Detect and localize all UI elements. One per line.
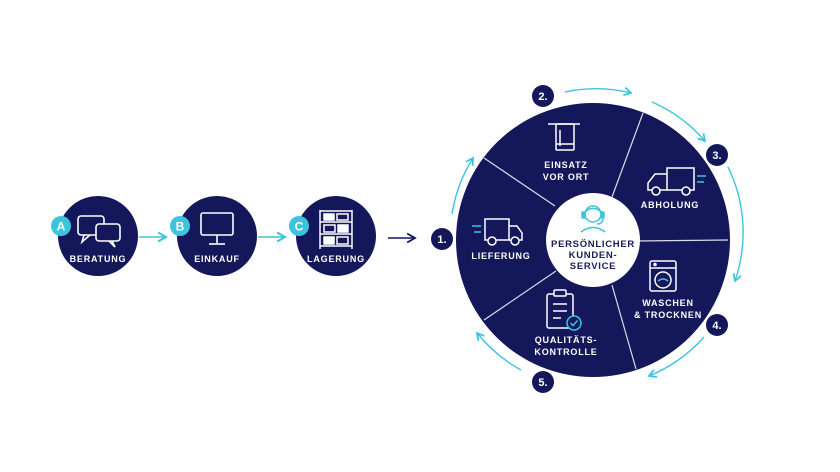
computer-monitor-icon xyxy=(200,212,234,245)
storage-shelf-icon xyxy=(319,210,353,249)
segment-label-line: LIEFERUNG xyxy=(471,251,530,261)
chat-bubbles-icon xyxy=(77,215,121,248)
washing-machine-icon xyxy=(649,260,677,292)
delivery-truck-icon xyxy=(472,218,523,246)
segment-label-line: EINSATZ xyxy=(544,160,587,170)
segment-label-line: QUALITÄTS- xyxy=(535,335,598,345)
center-label-line: KUNDEN- xyxy=(569,250,618,261)
segment-label-line: WASCHEN xyxy=(642,298,694,308)
step-number: 3. xyxy=(712,150,721,162)
segment-qualitaetskontrolle: QUALITÄTS- KONTROLLE xyxy=(534,289,598,357)
center-label-line: SERVICE xyxy=(570,261,616,272)
step-badge: A xyxy=(57,220,66,234)
segment-dividers xyxy=(483,112,729,370)
cycle-arrows xyxy=(451,86,744,378)
step-lagerung: LAGERUNG C xyxy=(289,196,376,276)
step-label: LAGERUNG xyxy=(307,254,365,264)
clipboard-check-icon xyxy=(546,289,582,331)
step-number: 4. xyxy=(712,320,721,332)
step-label: BERATUNG xyxy=(70,254,127,264)
step-number: 1. xyxy=(437,234,446,246)
step-badge: C xyxy=(295,220,304,234)
segment-label-line: & TROCKNEN xyxy=(634,310,702,320)
segment-einsatz-vor-ort: EINSATZ VOR ORT xyxy=(543,123,590,182)
segment-label-line: VOR ORT xyxy=(543,172,590,182)
segment-label-line: KONTROLLE xyxy=(534,347,597,357)
step-number-badges: 1. 2. 3. 4. 5. xyxy=(431,85,728,393)
center-circle xyxy=(546,193,640,287)
step-badge: B xyxy=(176,220,185,234)
segment-waschen-trocknen: WASCHEN & TROCKNEN xyxy=(634,260,702,320)
headset-agent-icon xyxy=(580,205,606,233)
center-label-line: PERSÖNLICHER xyxy=(551,239,635,250)
step-number: 2. xyxy=(538,91,547,103)
segment-abholung: ABHOLUNG xyxy=(641,167,706,210)
step-label: EINKAUF xyxy=(194,254,240,264)
service-cycle: PERSÖNLICHER KUNDEN- SERVICE EINSATZ VOR… xyxy=(431,85,744,393)
step-einkauf: EINKAUF B xyxy=(170,196,257,276)
segment-label-line: ABHOLUNG xyxy=(641,200,699,210)
step-number: 5. xyxy=(538,377,547,389)
towel-rack-icon xyxy=(548,123,580,151)
delivery-truck-icon xyxy=(647,167,706,196)
segment-lieferung: LIEFERUNG xyxy=(471,218,530,261)
step-beratung: BERATUNG A xyxy=(51,196,138,276)
